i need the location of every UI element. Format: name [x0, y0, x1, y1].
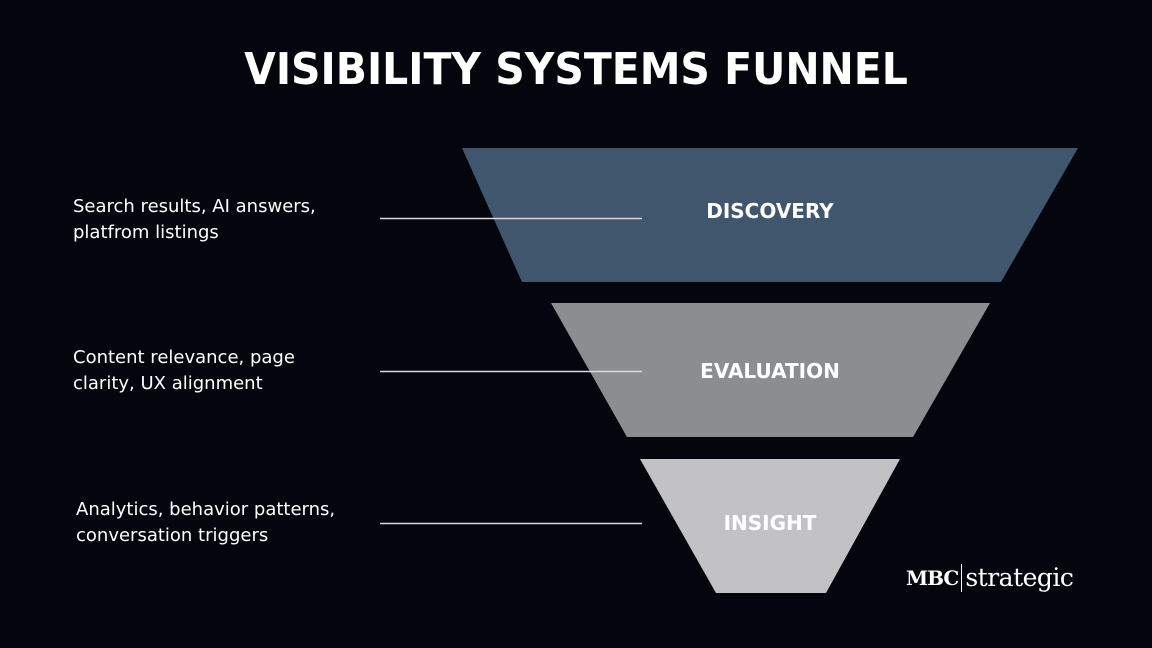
description-line: conversation triggers	[76, 525, 269, 546]
stage-description-insight: Analytics, behavior patterns, conversati…	[76, 497, 335, 549]
logo-divider	[961, 563, 963, 592]
description-line: Analytics, behavior patterns,	[76, 499, 336, 520]
funnel-stage-discovery	[462, 148, 1078, 282]
stage-description-discovery: Search results, AI answers, platfrom lis…	[73, 194, 316, 246]
stage-description-evaluation: Content relevance, page clarity, UX alig…	[73, 345, 295, 397]
stage-label-discovery: DISCOVERY	[706, 199, 834, 223]
stage-label-evaluation: EVALUATION	[700, 359, 840, 383]
description-line: platfrom listings	[73, 222, 219, 243]
logo-product: strategic	[965, 563, 1074, 592]
stage-label-insight: INSIGHT	[724, 511, 817, 535]
description-line: Search results, AI answers,	[73, 196, 316, 217]
logo-brand: MBC	[906, 565, 959, 590]
description-line: clarity, UX alignment	[73, 373, 263, 394]
funnel-stage-evaluation	[551, 303, 990, 437]
funnel-stage-insight	[640, 459, 900, 593]
description-line: Content relevance, page	[73, 347, 295, 368]
mbc-strategic-logo: MBC strategic	[906, 563, 1074, 592]
page-title: VISIBILITY SYSTEMS FUNNEL	[244, 44, 908, 95]
